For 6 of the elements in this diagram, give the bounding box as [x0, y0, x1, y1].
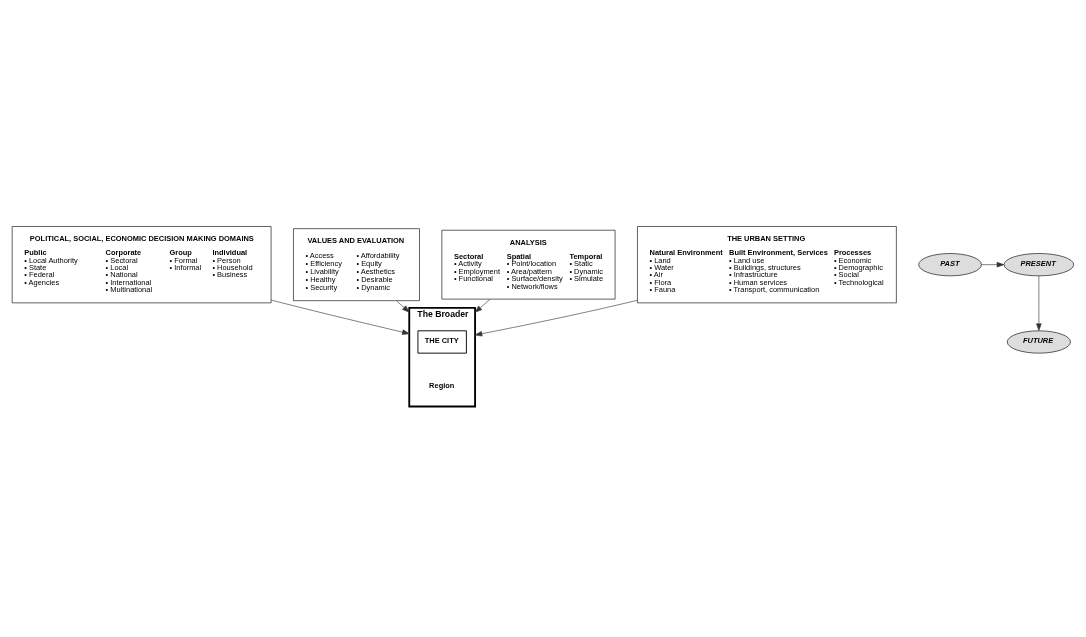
arrow: [474, 299, 638, 336]
arrow: [396, 300, 410, 312]
arrow: [1036, 275, 1042, 331]
arrow: [981, 261, 1005, 267]
arrow: [270, 299, 410, 335]
arrow: [474, 298, 491, 313]
